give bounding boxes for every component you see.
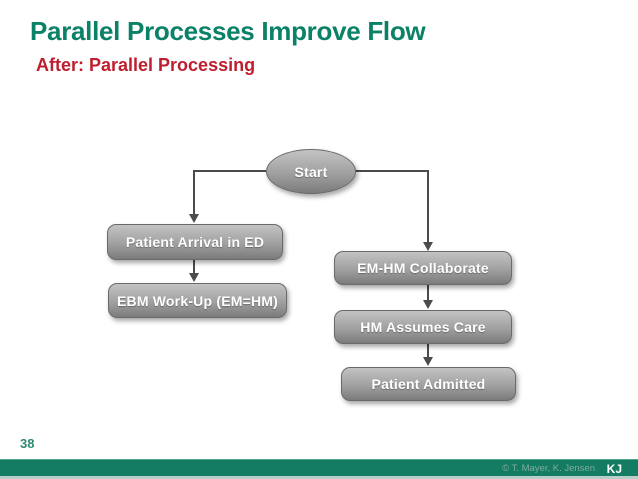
copyright-text: © T. Mayer, K. Jensen xyxy=(502,463,595,474)
node-ebm-workup-label: EBM Work-Up (EM=HM) xyxy=(116,292,279,309)
arrowhead-patient-arrival xyxy=(189,214,199,223)
page-subtitle: After: Parallel Processing xyxy=(36,55,256,75)
arrowhead-ebm xyxy=(189,273,199,282)
node-patient-arrival: Patient Arrival in ED xyxy=(107,224,283,260)
page-title: Parallel Processes Improve Flow xyxy=(30,16,426,46)
node-em-hm-collaborate: EM-HM Collaborate xyxy=(334,251,512,285)
footer-strip xyxy=(0,476,638,479)
node-patient-arrival-label: Patient Arrival in ED xyxy=(125,234,265,250)
arrowhead-em-hm xyxy=(423,242,433,251)
arrowhead-hm-assumes xyxy=(423,300,433,309)
arrowhead-admitted xyxy=(423,357,433,366)
node-hm-assumes-care-label: HM Assumes Care xyxy=(360,319,486,335)
node-ebm-workup: EBM Work-Up (EM=HM) xyxy=(108,283,287,318)
node-patient-admitted-label: Patient Admitted xyxy=(371,376,486,392)
footer-bar: © T. Mayer, K. Jensen KJ xyxy=(0,459,638,476)
node-start-label: Start xyxy=(294,163,328,180)
node-hm-assumes-care: HM Assumes Care xyxy=(334,310,512,344)
edge-start-to-patient-arrival xyxy=(193,170,266,214)
node-em-hm-collaborate-label: EM-HM Collaborate xyxy=(357,260,489,276)
node-start: Start xyxy=(266,149,356,194)
kj-logo: KJ xyxy=(606,462,622,476)
page-number: 38 xyxy=(20,436,35,451)
edge-start-to-em-hm xyxy=(354,170,429,242)
node-patient-admitted: Patient Admitted xyxy=(341,367,516,401)
